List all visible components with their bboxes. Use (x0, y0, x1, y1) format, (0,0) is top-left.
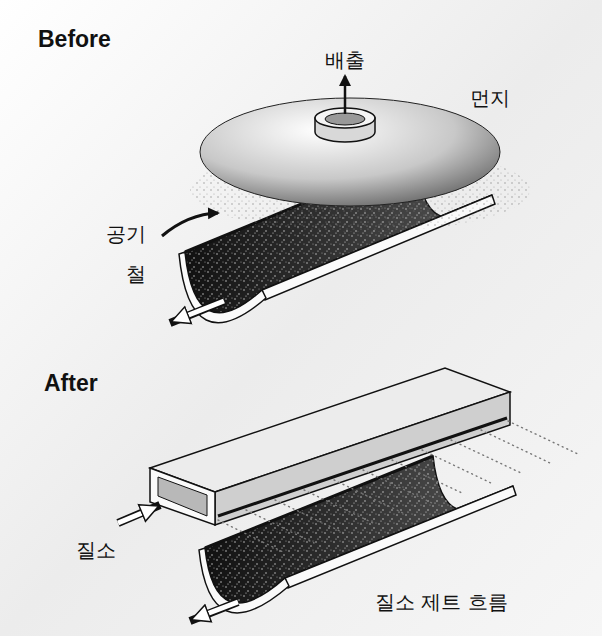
jet-line (508, 421, 580, 455)
jet-line (334, 480, 403, 513)
outlet-hole (325, 113, 365, 125)
part-label: 질소 (76, 538, 116, 562)
bar-opening (158, 477, 207, 516)
jet-spray (218, 421, 580, 553)
jet-line (363, 470, 432, 503)
exhaust-arrow (344, 76, 347, 114)
jet-line (246, 510, 314, 543)
air-arrow (162, 213, 218, 236)
bar-front (150, 468, 215, 525)
jet-line (218, 520, 285, 553)
bar-side (215, 392, 510, 525)
output-arrow-outline (170, 301, 224, 323)
jet-line (481, 430, 550, 463)
part-label: 질소 제트 흐름 (375, 590, 508, 614)
hood-dome (200, 98, 500, 206)
jet-line (451, 440, 521, 473)
jet-line (275, 500, 344, 533)
nozzle-bar (150, 368, 510, 525)
output-arrow (176, 301, 224, 320)
nozzle-slot (218, 418, 507, 516)
part-label: 먼지 (470, 86, 510, 110)
hood (200, 98, 500, 206)
section-heading: Before (38, 26, 111, 52)
inlet-arrow-outline (118, 505, 160, 523)
output-arrow (196, 602, 238, 618)
output-arrow-outline (190, 602, 238, 621)
trough-rim (199, 548, 289, 613)
part-label: 공기 (106, 222, 146, 246)
jet-line (422, 450, 491, 483)
part-label: 배출 (325, 48, 365, 72)
part-label: 철 (126, 262, 146, 286)
jet-line (304, 490, 373, 523)
section-heading: After (44, 370, 98, 396)
jet-line (392, 460, 462, 493)
inlet-arrow (118, 508, 154, 523)
